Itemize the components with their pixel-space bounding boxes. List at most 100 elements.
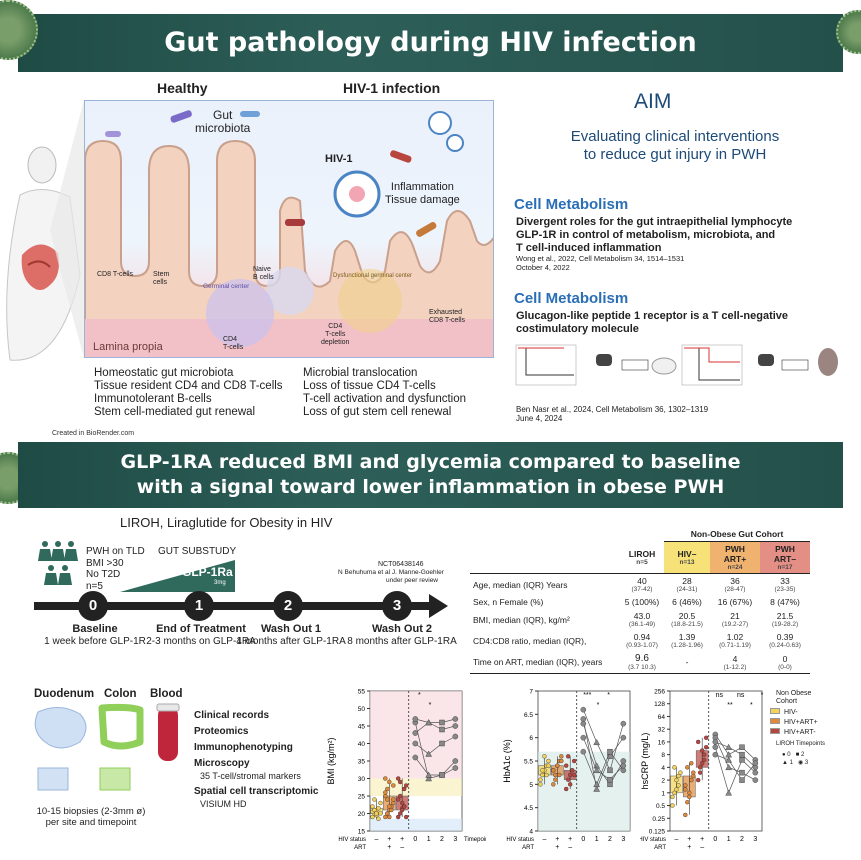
assay-item: Proteomics	[194, 726, 249, 737]
liroh-point	[620, 762, 627, 769]
significance-label: *	[429, 702, 432, 709]
gut-villi-drawing	[85, 110, 493, 357]
y-tick-label: 0.25	[652, 816, 665, 823]
authors-label: N Behuhuma et al J. Manne-Goehler under …	[338, 569, 444, 584]
legend-item: HIV+ART-	[770, 728, 818, 738]
liroh-line	[415, 736, 456, 755]
y-axis-label: HbA1c (%)	[502, 739, 512, 783]
data-point	[401, 786, 407, 792]
timepoint-0-label: Baseline 1 week before GLP-1R	[40, 623, 150, 648]
data-point	[403, 814, 409, 820]
hiv-status-value: –	[542, 836, 546, 843]
data-point	[698, 770, 703, 775]
liroh-line	[715, 754, 756, 781]
liroh-line	[415, 757, 456, 776]
data-point	[376, 806, 381, 811]
paper1-title: Divergent roles for the gut intraepithel…	[516, 216, 793, 254]
data-point	[569, 768, 575, 773]
data-point	[696, 777, 701, 783]
data-point	[565, 754, 571, 759]
dose-label: 3mg	[214, 580, 226, 586]
paper1-journal: Cell Metabolism	[514, 196, 629, 213]
liroh-point	[452, 723, 459, 729]
data-point	[551, 782, 556, 787]
hiv-status-value: +	[687, 836, 691, 843]
y-axis-label: hsCRP (mg/L)	[640, 733, 650, 790]
data-point	[691, 773, 696, 779]
data-point	[546, 758, 551, 764]
liroh-line	[714, 747, 756, 794]
liroh-point	[725, 756, 732, 763]
y-tick-label: 35	[358, 759, 366, 766]
hiv-status-value: +	[568, 836, 572, 843]
timepoint-value: 1	[727, 836, 731, 843]
liroh-point	[452, 716, 459, 722]
zoom-connector	[50, 100, 84, 358]
liroh-point	[620, 734, 627, 741]
liroh-point	[425, 750, 432, 757]
liroh-point	[452, 758, 459, 764]
data-point	[687, 794, 692, 800]
assay-item: Immunophenotyping	[194, 742, 293, 753]
data-point	[670, 803, 675, 808]
timepoint-label: Timepoint	[464, 837, 486, 843]
significance-label: **	[727, 702, 733, 709]
data-point	[540, 768, 545, 773]
data-point	[571, 758, 577, 764]
timepoint-1-label: End of Treatment 2-3 months on GLP-1RA	[146, 623, 256, 648]
liroh-point	[712, 739, 719, 745]
cd8-label: CD8 T-cells	[97, 271, 134, 278]
paper2-title: Glucagon-like peptide 1 receptor is a T …	[516, 310, 789, 335]
liroh-point	[739, 777, 745, 783]
liroh-point	[580, 720, 587, 727]
liroh-point	[752, 777, 759, 783]
art-value: +	[387, 844, 391, 851]
data-point	[542, 754, 547, 759]
hiv-status-label: HIV status	[338, 837, 366, 843]
data-point	[391, 783, 396, 788]
data-point	[385, 797, 390, 802]
data-point	[383, 776, 388, 781]
participants-icon	[38, 541, 78, 585]
art-label: ART	[522, 845, 534, 851]
significance-label: *	[750, 702, 753, 709]
timepoint-name: End of Treatment	[156, 623, 246, 635]
data-point	[546, 763, 551, 768]
liroh-point	[620, 720, 627, 727]
data-point	[370, 804, 375, 809]
hiv1-label: HIV-1	[325, 153, 353, 165]
data-point	[698, 765, 703, 770]
timepoint-3-marker: 3	[382, 591, 412, 621]
liroh-point	[620, 758, 627, 764]
hiv-list: Microbial translocation Loss of tissue C…	[303, 367, 466, 419]
top-title: Gut pathology during HIV infection	[164, 27, 697, 58]
assay-item: Microscopy	[194, 758, 250, 769]
healthy-item: Homeostatic gut microbiota	[94, 367, 234, 379]
data-point	[387, 814, 392, 820]
hiv-status-label: HIV status	[640, 837, 666, 843]
y-tick-label: 5.5	[524, 759, 533, 766]
gut-microbiota-label: Gut microbiota	[195, 108, 251, 135]
liroh-point	[580, 716, 587, 722]
timeline-arrow	[34, 594, 448, 618]
data-point	[378, 811, 383, 816]
legend-tp-title: LIROH Timepoints	[776, 741, 826, 747]
significance-label: *	[597, 702, 600, 709]
timepoint-value: 3	[453, 836, 457, 843]
data-point	[701, 757, 707, 763]
reference-band	[370, 778, 462, 796]
y-tick-label: 16	[658, 739, 666, 746]
y-tick-label: 50	[358, 706, 366, 713]
liroh-point	[593, 780, 600, 788]
y-axis-label: BMI (kg/m²)	[326, 738, 336, 785]
lamina-propia-label: Lamina propia	[93, 341, 163, 353]
data-point	[397, 793, 403, 799]
art-value: –	[400, 844, 404, 851]
hiv-status-value: +	[555, 836, 559, 843]
liroh-point	[425, 775, 432, 782]
reference-band	[370, 818, 462, 831]
timepoint-value: 1	[427, 836, 431, 843]
